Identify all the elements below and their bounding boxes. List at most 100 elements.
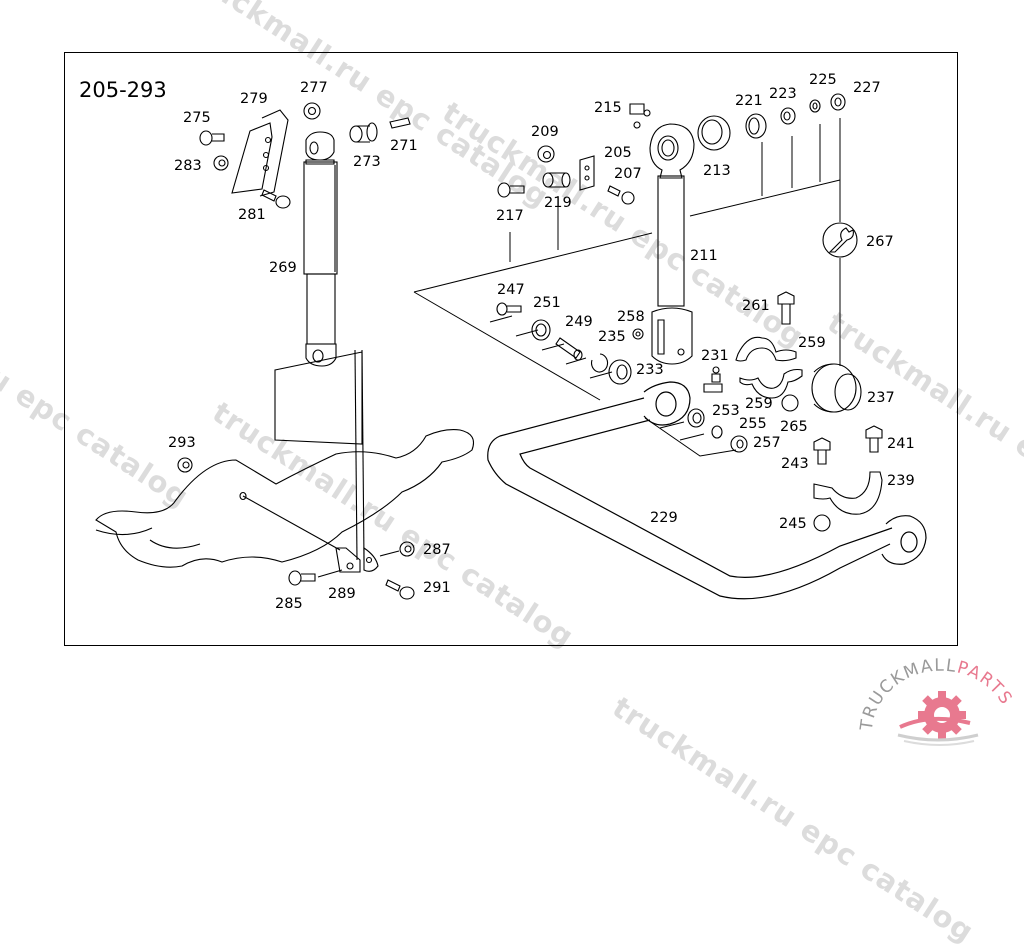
pin-271	[389, 117, 411, 129]
nut-283	[213, 155, 229, 171]
shock-absorber	[303, 131, 338, 367]
grease-nipple-231	[703, 366, 723, 393]
axle-housing	[95, 429, 475, 568]
exploded-view-drawing	[95, 93, 927, 600]
part-label-219[interactable]: 219	[544, 195, 572, 211]
part-label-259-lower[interactable]: 259	[745, 396, 773, 412]
part-label-249[interactable]: 249	[565, 314, 593, 330]
part-label-231[interactable]: 231	[701, 348, 729, 364]
mounting-plate	[274, 351, 363, 445]
part-label-239[interactable]: 239	[887, 473, 915, 489]
washer-258	[632, 328, 644, 340]
part-label-291[interactable]: 291	[423, 580, 451, 596]
clevis-289	[335, 546, 379, 573]
part-label-283[interactable]: 283	[174, 158, 202, 174]
clip-215	[629, 103, 651, 129]
diagram-frame	[64, 52, 958, 646]
bolt-241	[865, 425, 883, 453]
part-label-205[interactable]: 205	[604, 145, 632, 161]
leader-lines	[413, 118, 841, 457]
bushing-237	[811, 363, 862, 413]
washer-223	[780, 107, 796, 125]
part-label-255[interactable]: 255	[739, 416, 767, 432]
part-label-257[interactable]: 257	[753, 435, 781, 451]
rod-end-211	[649, 123, 695, 365]
part-label-258[interactable]: 258	[617, 309, 645, 325]
part-label-221[interactable]: 221	[735, 93, 763, 109]
ring-221	[745, 113, 767, 139]
nut-253	[687, 408, 705, 428]
nut-265	[781, 394, 799, 412]
bolt-275	[199, 130, 225, 146]
part-label-289[interactable]: 289	[328, 586, 356, 602]
bolt-247	[496, 302, 522, 316]
bushing-213	[697, 115, 731, 151]
part-label-251[interactable]: 251	[533, 295, 561, 311]
bolt-285	[288, 569, 343, 586]
part-label-241[interactable]: 241	[887, 436, 915, 452]
part-label-273[interactable]: 273	[353, 154, 381, 170]
part-label-237[interactable]: 237	[867, 390, 895, 406]
part-label-229[interactable]: 229	[650, 510, 678, 526]
washer-255	[711, 425, 723, 439]
sleeve-249	[555, 337, 583, 361]
nut-227	[830, 93, 846, 111]
bracket-279	[231, 109, 289, 197]
part-label-259-upper[interactable]: 259	[798, 335, 826, 351]
logo-graphic: TRUCKMALLPARTS	[857, 656, 1015, 746]
nut-245	[813, 514, 831, 532]
bushing-273	[349, 122, 378, 143]
gear-icon	[918, 691, 966, 739]
part-label-245[interactable]: 245	[779, 516, 807, 532]
bolt-261	[777, 291, 795, 325]
part-label-261[interactable]: 261	[742, 298, 770, 314]
part-label-271[interactable]: 271	[390, 138, 418, 154]
bolt-243	[813, 437, 831, 465]
bushing-251	[531, 319, 551, 341]
part-label-279[interactable]: 279	[240, 91, 268, 107]
part-label-223[interactable]: 223	[769, 86, 797, 102]
ring-235	[591, 353, 609, 373]
bolt-291	[385, 579, 415, 600]
nut-277	[303, 102, 321, 120]
part-label-209[interactable]: 209	[531, 124, 559, 140]
bushing-233	[608, 359, 632, 385]
part-label-227[interactable]: 227	[853, 80, 881, 96]
part-label-211[interactable]: 211	[690, 248, 718, 264]
part-label-267[interactable]: 267	[866, 234, 894, 250]
spacer-219	[542, 172, 571, 188]
nut-257	[730, 435, 748, 453]
part-label-281[interactable]: 281	[238, 207, 266, 223]
part-label-213[interactable]: 213	[703, 163, 731, 179]
nut-209	[537, 145, 555, 163]
part-label-287[interactable]: 287	[423, 542, 451, 558]
truckmall-parts-logo: TRUCKMALLPARTS	[850, 655, 1024, 750]
plate-205	[579, 155, 595, 191]
part-label-269[interactable]: 269	[269, 260, 297, 276]
tool-267	[822, 222, 858, 258]
part-label-217[interactable]: 217	[496, 208, 524, 224]
washer-225	[809, 99, 821, 113]
part-label-225[interactable]: 225	[809, 72, 837, 88]
stabilizer-bar-229	[487, 381, 927, 600]
part-label-293[interactable]: 293	[168, 435, 196, 451]
bolt-281	[261, 189, 291, 209]
bolt-217	[497, 182, 525, 198]
part-label-275[interactable]: 275	[183, 110, 211, 126]
part-label-215[interactable]: 215	[594, 100, 622, 116]
part-label-265[interactable]: 265	[780, 419, 808, 435]
bolt-207	[607, 185, 635, 205]
part-label-233[interactable]: 233	[636, 362, 664, 378]
part-label-285[interactable]: 285	[275, 596, 303, 612]
part-label-207[interactable]: 207	[614, 166, 642, 182]
part-label-277[interactable]: 277	[300, 80, 328, 96]
nut-293	[177, 457, 193, 473]
diagram-title: 205-293	[79, 78, 167, 102]
part-label-253[interactable]: 253	[712, 403, 740, 419]
clamp-259-upper	[735, 336, 797, 362]
part-label-247[interactable]: 247	[497, 282, 525, 298]
part-label-235[interactable]: 235	[598, 329, 626, 345]
part-label-243[interactable]: 243	[781, 456, 809, 472]
clamp-239	[813, 471, 883, 515]
